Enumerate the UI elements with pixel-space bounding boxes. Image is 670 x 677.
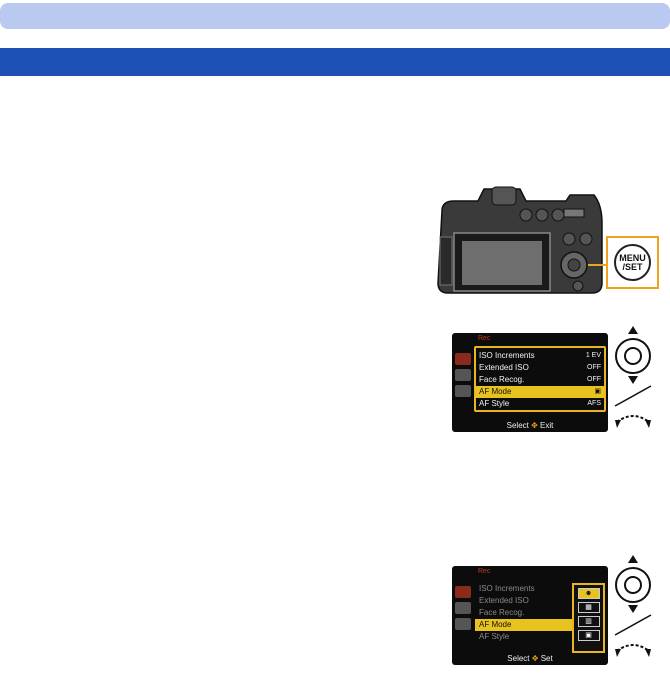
motion-tab-icon (455, 602, 471, 614)
af-option-tracking-icon[interactable]: ▦ (577, 602, 600, 613)
menu-sidebar (452, 349, 474, 419)
rear-dial-icon (616, 415, 650, 423)
menu-row[interactable]: Face Recog.OFF (479, 375, 601, 384)
menu-set-callout: MENU /SET (606, 236, 659, 289)
rear-dial-icon (616, 644, 650, 652)
section-title-bar (0, 48, 670, 76)
af-option-face-icon[interactable]: ☻ (577, 588, 600, 599)
motion-tab-icon (455, 369, 471, 381)
up-arrow-icon (628, 555, 638, 563)
menu-footer: Select ✥ Set (507, 654, 553, 663)
header-bar (0, 3, 670, 29)
menu-header: Rec (478, 568, 491, 575)
cursor-button-icon: ✥ (531, 421, 538, 430)
af-mode-options: ☻ ▦ ▥ ▣ (572, 583, 605, 653)
cursor-dial-diagram (614, 555, 652, 657)
rec-tab-icon (455, 353, 471, 365)
rec-tab-icon (455, 586, 471, 598)
down-arrow-icon (628, 376, 638, 384)
menu-row[interactable]: Extended ISO (479, 596, 529, 605)
menu-row[interactable]: Face Recog. (479, 608, 525, 617)
menu-row[interactable]: AF Style (479, 632, 510, 641)
menu-footer: Select ✥ Exit (506, 421, 554, 430)
menu-row-selected[interactable]: AF Mode▣ (475, 386, 605, 398)
cursor-dial-diagram (614, 326, 652, 428)
af-mode-screen: Rec ISO Increments Extended ISO Face Rec… (452, 566, 608, 665)
down-arrow-icon (628, 605, 638, 613)
up-arrow-icon (628, 326, 638, 334)
af-option-23area-icon[interactable]: ▥ (577, 616, 600, 627)
camera-back-illustration (437, 186, 606, 294)
menu-sidebar (452, 582, 474, 652)
cursor-button-icon: ✥ (531, 654, 539, 663)
selection-frame (474, 346, 606, 412)
menu-set-label-bottom: /SET (622, 261, 643, 272)
setup-tab-icon (455, 385, 471, 397)
menu-row[interactable]: ISO Increments (479, 584, 535, 593)
af-option-1area-icon[interactable]: ▣ (577, 630, 600, 641)
menu-header: Rec (478, 335, 491, 342)
menu-set-label-top: MENU (619, 252, 646, 263)
menu-set-button[interactable]: MENU /SET (614, 244, 651, 281)
setup-tab-icon (455, 618, 471, 630)
